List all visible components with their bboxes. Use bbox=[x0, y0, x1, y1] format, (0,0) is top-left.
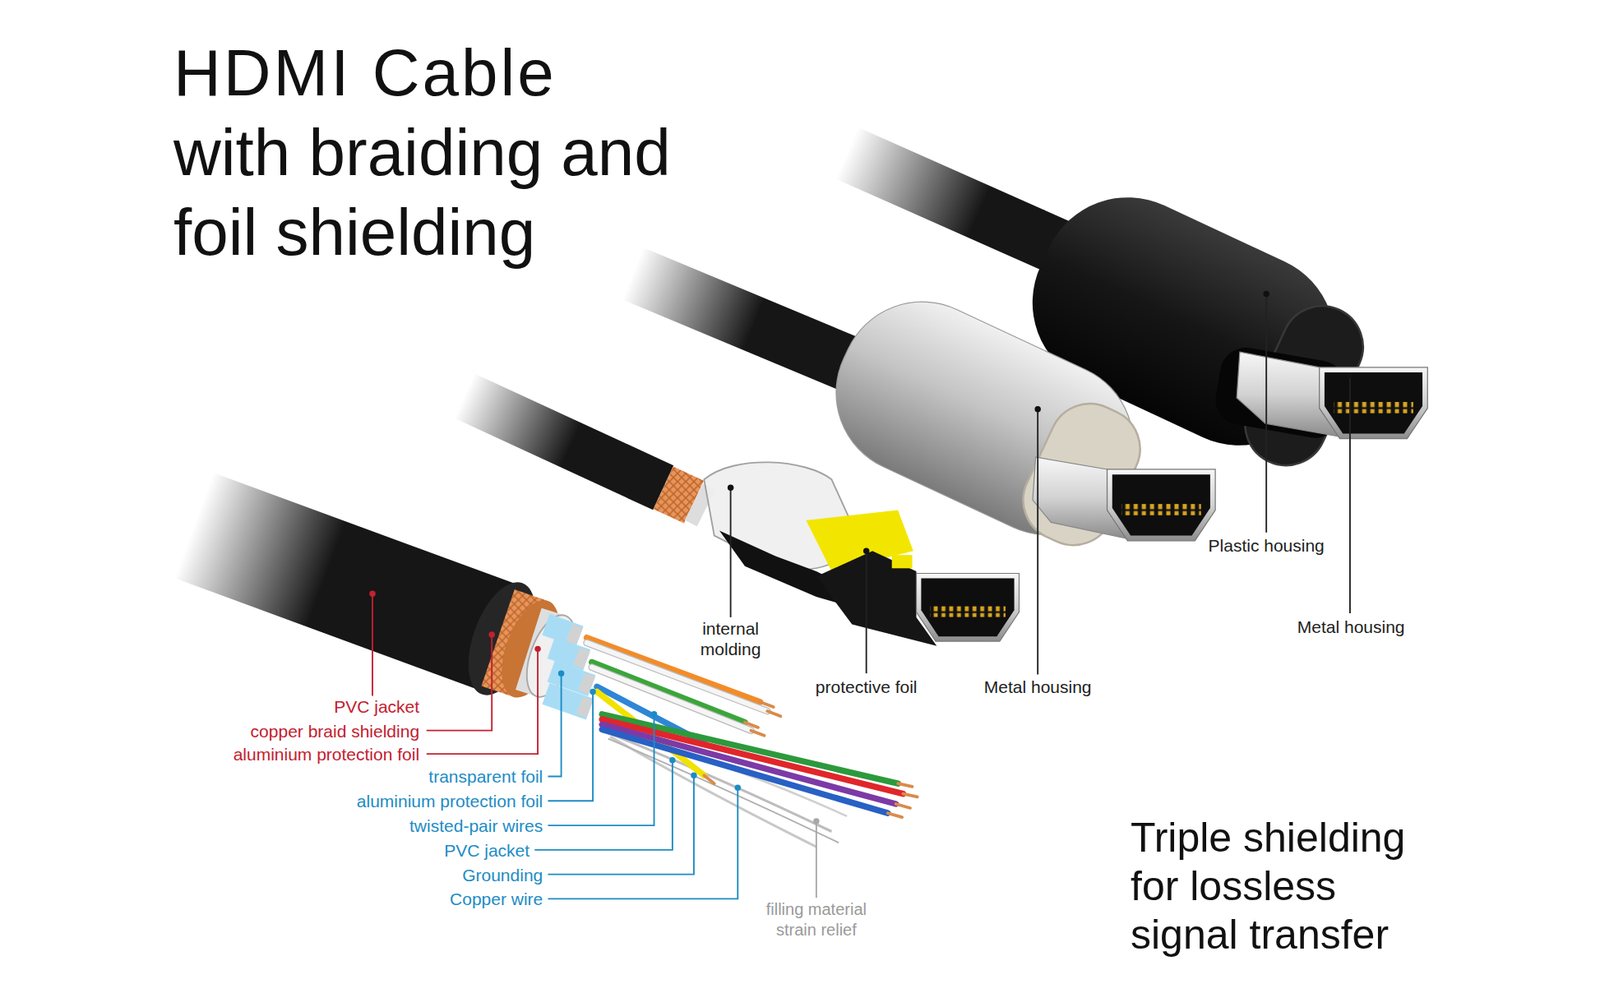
leader-dots-red bbox=[488, 631, 495, 638]
diagram-title: HDMI Cable with braiding and foil shield… bbox=[173, 32, 688, 273]
wires bbox=[591, 661, 745, 722]
leader-dots-blue bbox=[589, 689, 596, 695]
cable-cross-section bbox=[194, 525, 503, 639]
part-label: Plastic housing bbox=[1208, 534, 1325, 555]
leader-lines-black bbox=[865, 550, 868, 674]
leader-line-gray bbox=[813, 818, 819, 898]
layer-label: PVC jacket bbox=[443, 839, 530, 861]
leader-dots-blue bbox=[651, 711, 657, 717]
twisted-pair bbox=[545, 624, 580, 638]
wires bbox=[750, 730, 764, 736]
twisted-pair bbox=[550, 671, 592, 686]
cutaway-plug bbox=[892, 554, 913, 569]
leader-lines-black bbox=[1265, 293, 1268, 532]
layer-label: aluminium protection foil bbox=[233, 744, 420, 765]
leader-lines-blue bbox=[534, 760, 673, 851]
part-label: internal molding bbox=[685, 618, 777, 660]
leader-lines-blue bbox=[547, 775, 694, 874]
leader-lines-blue bbox=[547, 673, 561, 777]
leader-dots-red bbox=[369, 591, 542, 653]
wires bbox=[601, 719, 903, 795]
leader-lines-blue bbox=[547, 787, 738, 899]
leader-dots-black bbox=[1034, 406, 1041, 412]
part-label: protective foil bbox=[815, 676, 918, 698]
twisted-pair bbox=[576, 656, 587, 661]
leader-dots-black bbox=[727, 485, 734, 491]
leader-lines-black bbox=[1349, 375, 1351, 614]
layer-label: PVC jacket bbox=[333, 695, 420, 717]
leader-lines-black bbox=[730, 293, 1351, 675]
layer-label: twisted-pair wires bbox=[409, 815, 543, 837]
leader-line-gray bbox=[813, 818, 819, 824]
layer-label: Copper wire bbox=[449, 888, 543, 910]
leader-dots-black bbox=[1262, 291, 1269, 297]
twisted-pair bbox=[550, 647, 587, 661]
wires bbox=[587, 638, 918, 818]
leader-lines-black bbox=[730, 487, 732, 618]
plastic-housing-plug bbox=[1319, 367, 1429, 440]
leader-lines-red bbox=[426, 634, 492, 731]
twisted-pair bbox=[569, 632, 580, 637]
cutaway-plug bbox=[663, 487, 694, 502]
diagram-caption: Triple shielding for lossless signal tra… bbox=[1130, 813, 1431, 960]
wires bbox=[703, 775, 714, 784]
leader-lines-blue bbox=[547, 691, 593, 801]
cutaway-plug bbox=[915, 573, 1019, 643]
cutaway-plug bbox=[693, 502, 707, 509]
wires bbox=[601, 724, 896, 805]
leader-dots-black bbox=[727, 291, 1354, 555]
part-label: Metal housing bbox=[984, 676, 1092, 698]
wires bbox=[896, 804, 911, 809]
twisted-pair bbox=[581, 681, 592, 686]
layer-label: Grounding bbox=[462, 864, 543, 885]
leader-dots-black bbox=[1346, 372, 1353, 379]
leader-dots-blue bbox=[558, 670, 741, 791]
layer-label: aluminium protection foil bbox=[356, 790, 543, 812]
wires bbox=[897, 783, 912, 787]
wires bbox=[601, 729, 888, 814]
leader-dots-red bbox=[534, 646, 541, 653]
twisted-pair bbox=[545, 693, 590, 710]
leader-dots-black bbox=[863, 547, 870, 554]
leader-dots-blue bbox=[669, 757, 676, 764]
leader-lines-blue bbox=[547, 714, 654, 826]
leader-dots-blue bbox=[690, 772, 697, 779]
layer-label: copper braid shielding bbox=[250, 720, 420, 741]
part-label: Metal housing bbox=[1297, 616, 1406, 638]
leader-lines-red bbox=[371, 593, 374, 696]
leader-dots-blue bbox=[558, 670, 565, 676]
leader-lines-red bbox=[426, 648, 538, 754]
cutaway-plug bbox=[464, 396, 664, 489]
leader-line-gray bbox=[815, 821, 818, 898]
leader-lines-blue bbox=[534, 673, 738, 899]
layer-label: filling material strain relief bbox=[758, 899, 874, 941]
wires bbox=[887, 813, 902, 818]
leader-dots-red bbox=[369, 591, 375, 597]
wires bbox=[767, 711, 781, 717]
metal-housing-plug bbox=[1107, 469, 1217, 542]
twisted-pair bbox=[579, 705, 590, 710]
wires bbox=[902, 794, 917, 798]
leader-lines-black bbox=[1036, 409, 1039, 676]
layer-label: transparent foil bbox=[428, 766, 543, 787]
leader-dots-blue bbox=[735, 784, 741, 791]
cable-cross-section bbox=[194, 525, 918, 847]
